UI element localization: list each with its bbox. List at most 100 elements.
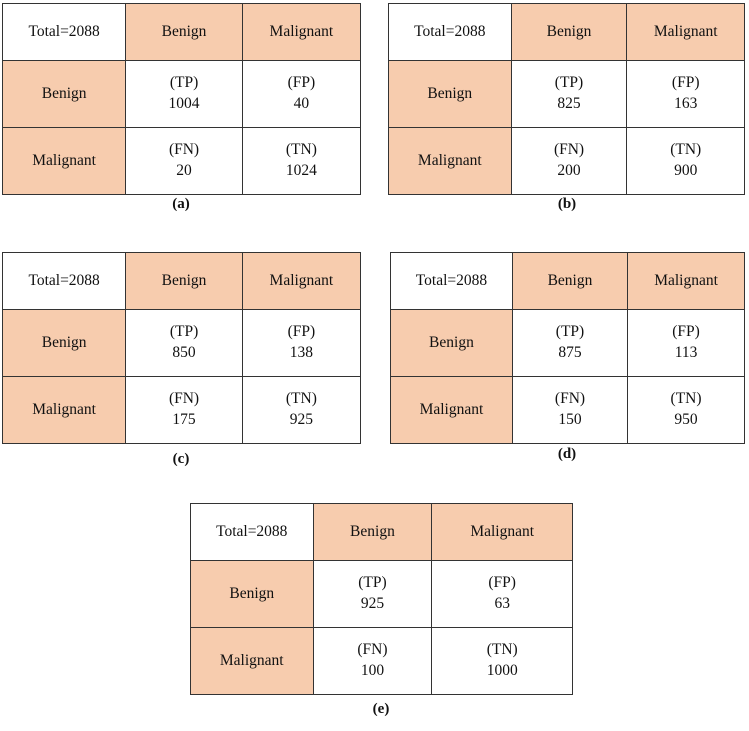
cell-true-positive: (TP) 925 bbox=[312, 560, 433, 628]
column-header-malignant: Malignant bbox=[626, 3, 745, 61]
tp-value: 850 bbox=[172, 344, 196, 361]
tn-value: 1000 bbox=[486, 662, 518, 679]
fn-value: 150 bbox=[558, 411, 582, 428]
matrix-corner-total: Total=2088 bbox=[1, 3, 127, 61]
tp-tag: (TP) bbox=[169, 74, 199, 92]
tp-tag: (TP) bbox=[169, 323, 199, 341]
fn-tag: (FN) bbox=[168, 141, 200, 159]
row-header-benign: Benign bbox=[388, 60, 512, 128]
confusion-matrix-d: Total=2088 Benign Malignant Benign (TP) … bbox=[390, 252, 745, 444]
table-row: Benign (TP) 850 (FP) 138 bbox=[1, 309, 362, 377]
fp-tag: (FP) bbox=[672, 323, 700, 341]
confusion-matrix-table-e: Total=2088 Benign Malignant Benign (TP) … bbox=[190, 503, 573, 695]
cell-true-negative: (TN) 925 bbox=[241, 376, 362, 444]
row-header-benign: Benign bbox=[190, 560, 314, 628]
row-header-benign: Benign bbox=[1, 60, 127, 128]
fn-value: 175 bbox=[172, 411, 196, 428]
tn-tag: (TN) bbox=[285, 141, 317, 159]
table-row: Total=2088 Benign Malignant bbox=[1, 252, 362, 310]
confusion-matrix-b: Total=2088 Benign Malignant Benign (TP) … bbox=[388, 3, 745, 195]
cell-true-positive: (TP) 875 bbox=[511, 309, 629, 377]
column-header-benign: Benign bbox=[511, 252, 629, 310]
cell-true-positive: (TP) 1004 bbox=[125, 60, 243, 128]
figure-caption-e: (e) bbox=[372, 701, 390, 717]
fp-tag: (FP) bbox=[287, 74, 316, 92]
figure-caption-b: (b) bbox=[557, 196, 577, 212]
confusion-matrix-table-a: Total=2088 Benign Malignant Benign (TP) … bbox=[1, 3, 362, 195]
fp-value: 163 bbox=[674, 95, 698, 112]
table-row: Total=2088 Benign Malignant bbox=[388, 3, 745, 61]
fn-tag: (FN) bbox=[168, 390, 200, 408]
column-header-malignant: Malignant bbox=[241, 252, 362, 310]
fp-tag: (FP) bbox=[671, 74, 700, 92]
figure-caption-c: (c) bbox=[172, 451, 190, 467]
fp-tag: (FP) bbox=[488, 574, 516, 592]
fn-value: 20 bbox=[176, 162, 192, 179]
row-header-malignant: Malignant bbox=[1, 127, 127, 195]
cell-false-positive: (FP) 63 bbox=[431, 560, 573, 628]
confusion-matrix-e: Total=2088 Benign Malignant Benign (TP) … bbox=[190, 503, 573, 695]
column-header-malignant: Malignant bbox=[627, 252, 745, 310]
fn-value: 200 bbox=[557, 162, 581, 179]
table-row: Benign (TP) 1004 (FP) 40 bbox=[1, 60, 362, 128]
figure-caption-a: (a) bbox=[172, 196, 190, 212]
cell-true-positive: (TP) 850 bbox=[125, 309, 243, 377]
table-row: Malignant (FN) 200 (TN) 900 bbox=[388, 127, 745, 195]
table-row: Total=2088 Benign Malignant bbox=[1, 3, 362, 61]
cell-true-positive: (TP) 825 bbox=[510, 60, 628, 128]
matrix-corner-total: Total=2088 bbox=[190, 503, 314, 561]
tn-value: 950 bbox=[674, 411, 698, 428]
fp-value: 138 bbox=[289, 344, 314, 361]
cell-true-negative: (TN) 950 bbox=[627, 376, 745, 444]
cell-false-negative: (FN) 200 bbox=[510, 127, 628, 195]
cell-true-negative: (TN) 900 bbox=[626, 127, 745, 195]
tp-value: 825 bbox=[557, 95, 581, 112]
cell-false-positive: (FP) 113 bbox=[627, 309, 745, 377]
table-row: Malignant (FN) 20 (TN) 1024 bbox=[1, 127, 362, 195]
confusion-matrix-table-b: Total=2088 Benign Malignant Benign (TP) … bbox=[388, 3, 745, 195]
tn-tag: (TN) bbox=[486, 641, 518, 659]
figure-caption-d: (d) bbox=[557, 446, 577, 462]
cell-false-negative: (FN) 100 bbox=[312, 627, 433, 695]
table-row: Malignant (FN) 150 (TN) 950 bbox=[390, 376, 745, 444]
tp-tag: (TP) bbox=[358, 574, 387, 592]
matrix-corner-total: Total=2088 bbox=[1, 252, 127, 310]
tp-value: 1004 bbox=[168, 95, 200, 112]
cell-false-positive: (FP) 138 bbox=[241, 309, 362, 377]
confusion-matrix-c: Total=2088 Benign Malignant Benign (TP) … bbox=[1, 252, 362, 444]
row-header-benign: Benign bbox=[390, 309, 513, 377]
fp-tag: (FP) bbox=[287, 323, 316, 341]
fn-tag: (FN) bbox=[357, 641, 388, 659]
tn-tag: (TN) bbox=[285, 390, 317, 408]
fn-tag: (FN) bbox=[553, 141, 585, 159]
cell-true-negative: (TN) 1000 bbox=[431, 627, 573, 695]
column-header-malignant: Malignant bbox=[241, 3, 362, 61]
tn-value: 1024 bbox=[285, 162, 317, 179]
cell-false-negative: (FN) 20 bbox=[125, 127, 243, 195]
table-row: Malignant (FN) 100 (TN) 1000 bbox=[190, 627, 573, 695]
cell-false-negative: (FN) 175 bbox=[125, 376, 243, 444]
table-row: Benign (TP) 925 (FP) 63 bbox=[190, 560, 573, 628]
column-header-benign: Benign bbox=[125, 252, 243, 310]
tp-value: 875 bbox=[558, 344, 582, 361]
column-header-malignant: Malignant bbox=[431, 503, 573, 561]
column-header-benign: Benign bbox=[510, 3, 628, 61]
matrix-corner-total: Total=2088 bbox=[388, 3, 512, 61]
table-row: Total=2088 Benign Malignant bbox=[190, 503, 573, 561]
fp-value: 113 bbox=[674, 344, 698, 361]
tn-tag: (TN) bbox=[670, 390, 702, 408]
row-header-malignant: Malignant bbox=[1, 376, 127, 444]
row-header-malignant: Malignant bbox=[390, 376, 513, 444]
column-header-benign: Benign bbox=[312, 503, 433, 561]
cell-false-negative: (FN) 150 bbox=[511, 376, 629, 444]
row-header-malignant: Malignant bbox=[190, 627, 314, 695]
matrix-corner-total: Total=2088 bbox=[390, 252, 513, 310]
tn-value: 925 bbox=[289, 411, 314, 428]
fp-value: 40 bbox=[293, 95, 310, 112]
row-header-malignant: Malignant bbox=[388, 127, 512, 195]
row-header-benign: Benign bbox=[1, 309, 127, 377]
fn-tag: (FN) bbox=[554, 390, 586, 408]
cell-true-negative: (TN) 1024 bbox=[241, 127, 362, 195]
tp-tag: (TP) bbox=[554, 74, 584, 92]
column-header-benign: Benign bbox=[125, 3, 243, 61]
